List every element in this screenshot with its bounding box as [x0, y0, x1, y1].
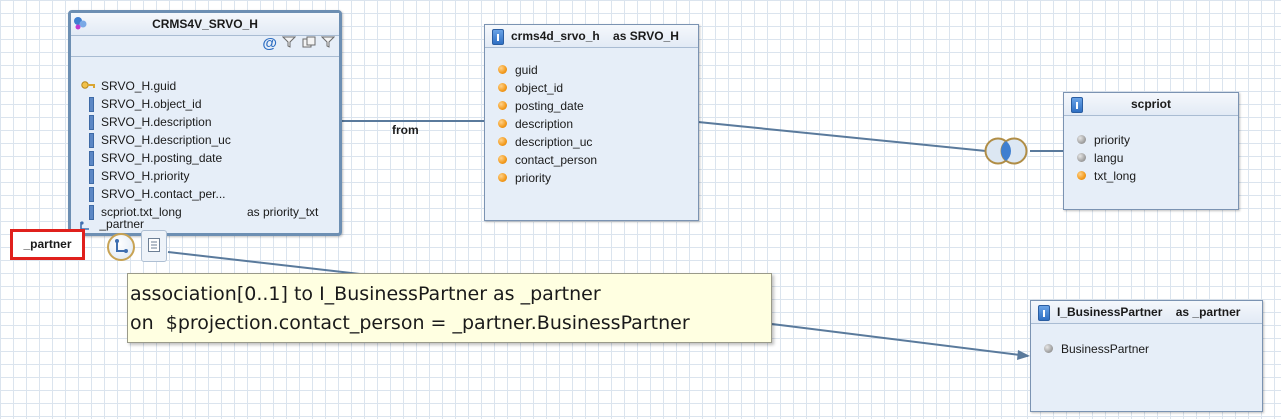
field-icon	[89, 133, 94, 148]
entity-icon	[73, 15, 87, 30]
source-table-header[interactable]: crms4d_srvo_h as SRVO_H	[485, 25, 698, 48]
join-icon[interactable]	[983, 136, 1031, 166]
field-row[interactable]: contact_person	[485, 151, 698, 169]
association-button[interactable]	[107, 233, 135, 261]
field-icon	[1077, 171, 1086, 180]
key-field-icon	[498, 65, 507, 74]
main-entity-box[interactable]: CRMS4V_SRVO_H @ SRVO_H.guid SRVO_H.objec…	[68, 10, 342, 236]
field-icon	[1077, 135, 1086, 144]
field-icon	[498, 137, 507, 146]
field-icon	[1044, 344, 1053, 353]
text-table-box[interactable]: scpriot priority langu txt_long	[1063, 92, 1239, 210]
field-row[interactable]: SRVO_H.description_uc	[71, 131, 339, 149]
field-row[interactable]: SRVO_H.object_id	[71, 95, 339, 113]
field-icon	[89, 205, 94, 220]
table-icon	[1038, 305, 1050, 321]
association-icon	[80, 220, 90, 230]
entity-toolbar: @	[260, 35, 336, 53]
association-name-label[interactable]: _partner	[10, 229, 85, 260]
association-icon	[115, 239, 128, 253]
table-icon	[1071, 97, 1083, 113]
field-row[interactable]: posting_date	[485, 97, 698, 115]
field-row[interactable]: SRVO_H.description	[71, 113, 339, 131]
association-row[interactable]: _partner	[80, 217, 144, 231]
association-connector-a	[167, 251, 361, 275]
field-icon	[498, 119, 507, 128]
field-row[interactable]: SRVO_H.contact_per...	[71, 185, 339, 203]
field-icon	[1077, 153, 1086, 162]
main-entity-title: CRMS4V_SRVO_H	[152, 17, 258, 31]
field-icon	[89, 169, 94, 184]
field-row[interactable]: object_id	[485, 79, 698, 97]
main-entity-header[interactable]: CRMS4V_SRVO_H	[71, 13, 339, 36]
field-row[interactable]: SRVO_H.priority	[71, 167, 339, 185]
table-icon	[492, 29, 504, 45]
field-row[interactable]: scpriot.txt_long as priority_txt	[71, 203, 339, 221]
field-row[interactable]: description	[485, 115, 698, 133]
partner-table-box[interactable]: I_BusinessPartner as _partner BusinessPa…	[1030, 300, 1263, 412]
key-icon	[81, 81, 95, 89]
field-row[interactable]: txt_long	[1064, 167, 1238, 185]
copy-icon[interactable]	[302, 36, 316, 51]
field-icon	[89, 187, 94, 202]
partner-table-header[interactable]: I_BusinessPartner as _partner	[1031, 301, 1262, 324]
field-row[interactable]: priority	[1064, 131, 1238, 149]
source-table-title: crms4d_srvo_h as SRVO_H	[511, 29, 679, 43]
document-icon	[148, 238, 160, 252]
association-arrowhead	[1017, 350, 1030, 360]
association-connector-b	[771, 323, 1029, 357]
document-button[interactable]	[141, 230, 167, 262]
field-row[interactable]: guid	[485, 61, 698, 79]
field-row[interactable]: description_uc	[485, 133, 698, 151]
field-row[interactable]: BusinessPartner	[1031, 340, 1262, 358]
field-row[interactable]: SRVO_H.guid	[71, 77, 339, 95]
text-table-title: scpriot	[1130, 97, 1171, 111]
association-tooltip: association[0..1] to I_BusinessPartner a…	[127, 273, 772, 343]
text-table-header[interactable]: scpriot	[1064, 93, 1238, 116]
field-row[interactable]: priority	[485, 169, 698, 187]
filter-icon[interactable]	[320, 36, 336, 51]
join-connector	[697, 121, 987, 152]
field-icon	[498, 101, 507, 110]
source-table-box[interactable]: crms4d_srvo_h as SRVO_H guid object_id p…	[484, 24, 699, 221]
field-icon	[498, 83, 507, 92]
filter-icon[interactable]	[282, 36, 297, 51]
field-icon	[89, 115, 94, 130]
from-label: from	[392, 123, 419, 137]
tooltip-line-1: association[0..1] to I_BusinessPartner a…	[130, 283, 601, 305]
field-icon	[89, 151, 94, 166]
at-annotation-icon[interactable]: @	[262, 35, 277, 52]
field-icon	[89, 97, 94, 112]
field-alias: as priority_txt	[247, 205, 319, 219]
field-icon	[498, 155, 507, 164]
field-row[interactable]: langu	[1064, 149, 1238, 167]
tooltip-line-2: on $projection.contact_person = _partner…	[130, 312, 690, 334]
field-icon	[498, 173, 507, 182]
partner-table-title: I_BusinessPartner as _partner	[1057, 305, 1241, 319]
field-row[interactable]: SRVO_H.posting_date	[71, 149, 339, 167]
